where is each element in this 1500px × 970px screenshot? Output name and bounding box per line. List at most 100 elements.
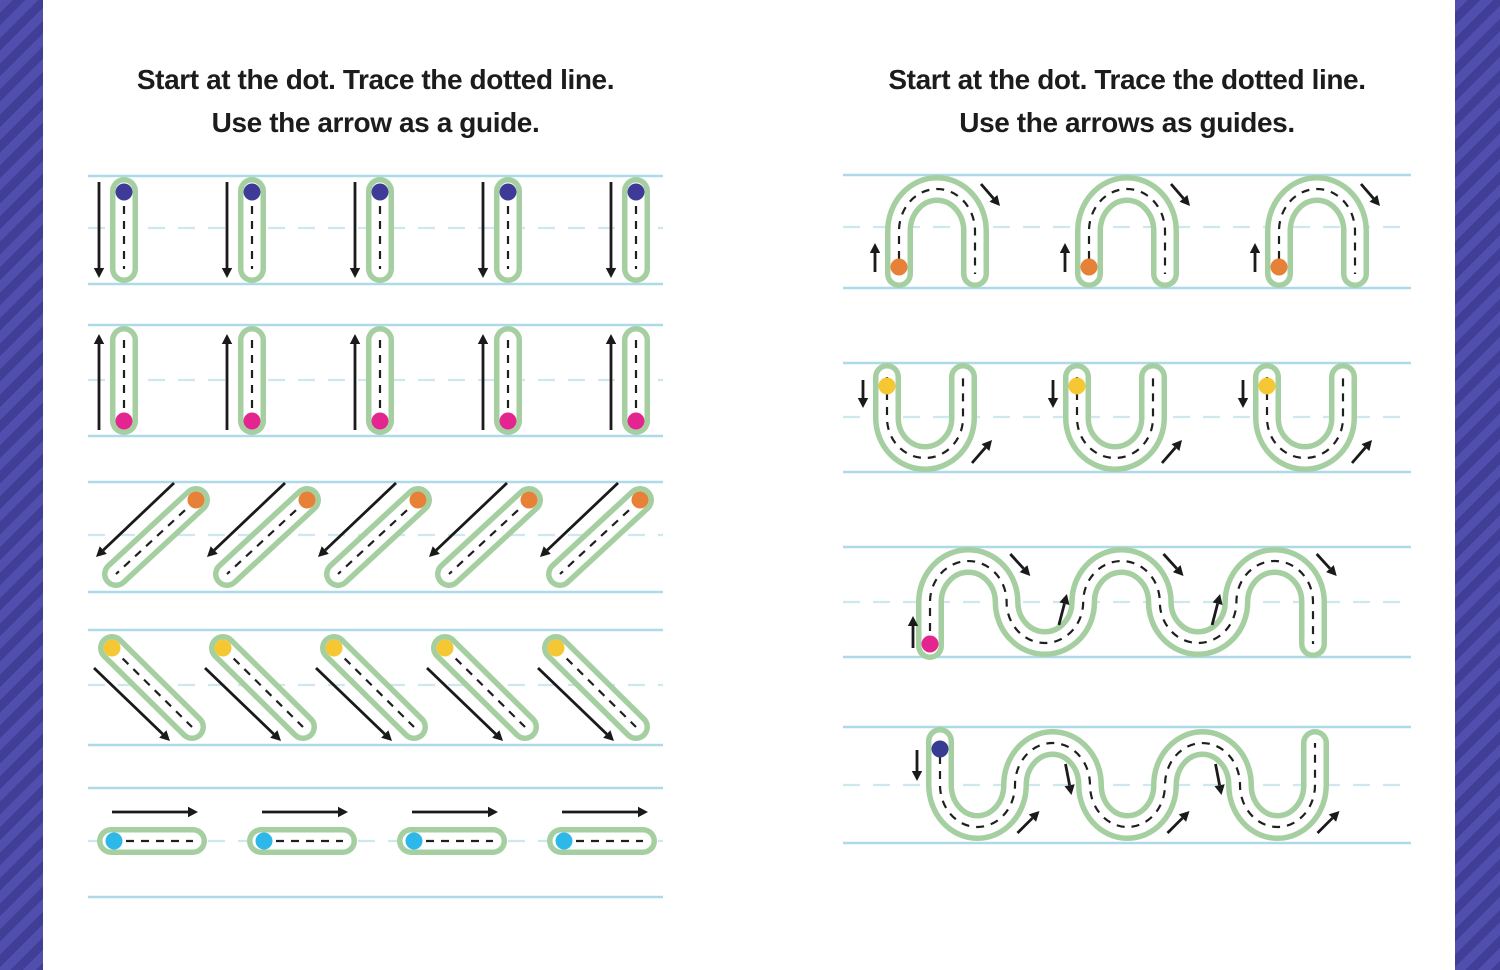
trace-dashed-line — [337, 499, 419, 575]
direction-arrow — [1057, 594, 1070, 626]
trace-dashed-line — [333, 647, 415, 728]
start-dot — [1270, 258, 1288, 276]
direction-arrow — [96, 481, 175, 557]
trace-dashed-line — [448, 499, 530, 575]
direction-arrow — [204, 666, 281, 741]
start-dot — [214, 639, 232, 657]
start-dot — [103, 639, 121, 657]
start-dot — [187, 491, 205, 509]
start-dot — [371, 412, 389, 430]
start-dot — [105, 832, 123, 850]
start-dot — [890, 258, 908, 276]
direction-arrow — [562, 806, 648, 818]
trace-dashed-line — [555, 647, 637, 728]
trace-dashed-line — [559, 499, 641, 575]
direction-arrow — [1162, 553, 1184, 576]
direction-arrow — [1214, 763, 1225, 795]
direction-arrow — [605, 182, 617, 278]
start-dot — [1068, 377, 1086, 395]
start-dot — [298, 491, 316, 509]
right-row-1-arch-n — [843, 173, 1411, 290]
start-dot — [255, 832, 273, 850]
left-row-2-vline-up — [88, 323, 663, 438]
start-dot — [1258, 377, 1276, 395]
start-dot — [371, 183, 389, 201]
trace-dashed-line — [444, 647, 526, 728]
direction-arrow — [1359, 183, 1380, 206]
direction-arrow — [93, 334, 105, 430]
trace-dashed-line — [1087, 187, 1167, 274]
direction-arrow — [540, 481, 619, 557]
direction-arrow — [315, 666, 392, 741]
trace-dashed-line — [226, 499, 308, 575]
direction-arrow — [1315, 553, 1337, 576]
direction-arrow — [1350, 440, 1372, 464]
start-dot — [627, 412, 645, 430]
start-dot — [921, 635, 939, 653]
start-dot — [115, 183, 133, 201]
direction-arrow — [1047, 380, 1059, 408]
start-dot — [243, 183, 261, 201]
start-dot — [115, 412, 133, 430]
instruction-line-1: Start at the dot. Trace the dotted line. — [136, 64, 615, 95]
direction-arrow — [477, 182, 489, 278]
direction-arrow — [911, 750, 923, 781]
direction-arrow — [1169, 183, 1190, 206]
direction-arrow — [426, 666, 503, 741]
direction-arrow — [605, 334, 617, 430]
right-page-instructions: Start at the dot. Trace the dotted line.… — [843, 58, 1411, 144]
trace-dashed-line — [1277, 187, 1357, 274]
start-dot — [499, 412, 517, 430]
right-row-3-wave-from-bottom — [843, 545, 1411, 660]
direction-arrow — [429, 481, 508, 557]
start-dot — [547, 639, 565, 657]
start-dot — [931, 740, 949, 758]
left-row-3-diag-down-left — [88, 480, 663, 594]
trace-dashed-line — [897, 187, 977, 274]
trace-dashed-line — [111, 647, 193, 728]
left-row-1-vline-down — [88, 174, 663, 286]
direction-arrow — [93, 182, 105, 278]
start-dot — [409, 491, 427, 509]
start-dot — [405, 832, 423, 850]
start-dot — [631, 491, 649, 509]
direction-arrow — [1064, 763, 1075, 795]
start-dot — [1080, 258, 1098, 276]
start-dot — [555, 832, 573, 850]
right-row-4-wave-from-top — [843, 725, 1411, 845]
direction-arrow — [1016, 811, 1040, 834]
start-dot — [243, 412, 261, 430]
direction-arrow — [93, 666, 170, 741]
direction-arrow — [1210, 594, 1223, 626]
direction-arrow — [979, 183, 1000, 206]
direction-arrow — [1237, 380, 1249, 408]
direction-arrow — [1160, 440, 1182, 464]
start-dot — [627, 183, 645, 201]
direction-arrow — [1009, 553, 1031, 576]
direction-arrow — [1316, 811, 1340, 834]
start-dot — [325, 639, 343, 657]
direction-arrow — [262, 806, 348, 818]
direction-arrow — [318, 481, 397, 557]
left-striped-border — [0, 0, 43, 970]
direction-arrow — [1249, 243, 1261, 272]
start-dot — [520, 491, 538, 509]
direction-arrow — [1059, 243, 1071, 272]
direction-arrow — [412, 806, 498, 818]
direction-arrow — [857, 380, 869, 408]
track-inner — [1068, 368, 1162, 467]
instruction-line-2: Use the arrow as a guide. — [211, 107, 540, 138]
direction-arrow — [537, 666, 614, 741]
direction-arrow — [1166, 811, 1190, 834]
start-dot — [436, 639, 454, 657]
right-row-2-arch-u — [843, 361, 1411, 474]
left-row-4-diag-down-right — [88, 628, 663, 747]
direction-arrow — [221, 334, 233, 430]
start-dot — [878, 377, 896, 395]
direction-arrow — [112, 806, 198, 818]
direction-arrow — [907, 616, 919, 648]
trace-dashed-line — [222, 647, 304, 728]
trace-dashed-line — [928, 559, 1315, 646]
direction-arrow — [869, 243, 881, 272]
